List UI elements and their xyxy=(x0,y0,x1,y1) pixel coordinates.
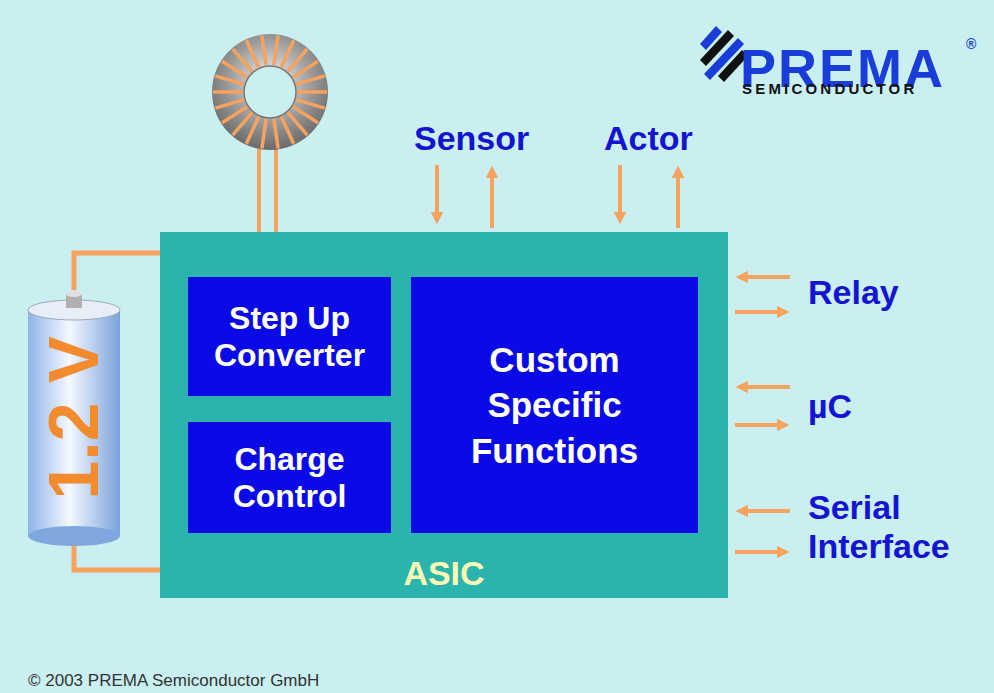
supply-wire xyxy=(74,253,160,290)
function-block: Custom Specific Functions xyxy=(411,277,698,533)
logo-subtitle: SEMICONDUCTOR xyxy=(742,80,918,98)
block-label: Step Up Converter xyxy=(188,300,391,374)
toroid-coil xyxy=(212,34,328,150)
block-label: Charge Control xyxy=(188,441,391,515)
signal-label: Relay xyxy=(808,272,899,313)
function-block: Step Up Converter xyxy=(188,277,391,396)
asic-block: ASIC Step Up ConverterCharge Control Custo… xyxy=(160,232,728,598)
copyright-note: © 2003 PREMA Semiconductor GmbH xyxy=(28,671,319,691)
block-label: Custom Specific Functions xyxy=(437,337,673,474)
signal-label: Sensor xyxy=(414,118,529,159)
signal-label: µC xyxy=(808,386,852,427)
signal-label: Serial Interface xyxy=(808,488,968,566)
block-title: ASIC xyxy=(160,554,728,593)
logo-mark-symbol: ® xyxy=(966,36,976,53)
supply-wire xyxy=(74,546,160,570)
voltage-label: 1.2 V xyxy=(34,336,114,499)
battery-cell: 1.2 V xyxy=(28,290,120,546)
function-block: Charge Control xyxy=(188,422,391,533)
signal-label: Actor xyxy=(604,118,693,159)
